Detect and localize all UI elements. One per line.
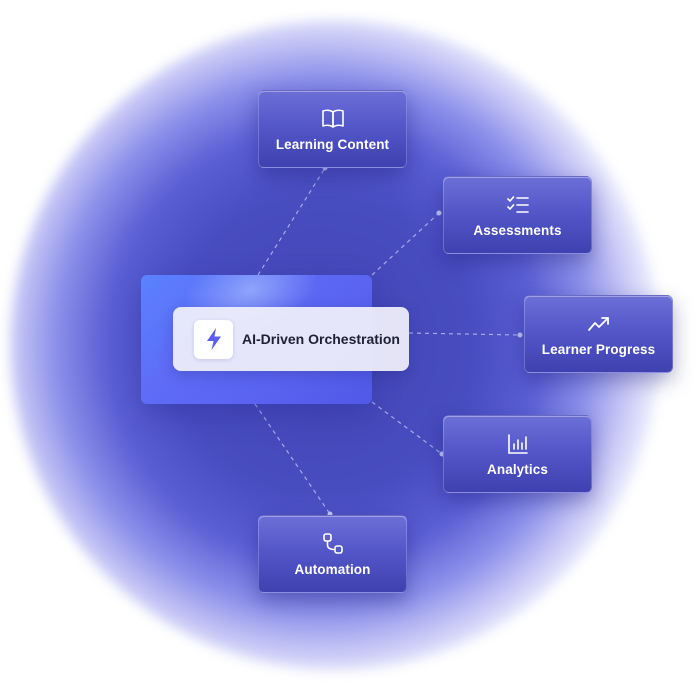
connector-assessments	[371, 212, 440, 276]
node-label: Automation	[294, 561, 371, 577]
bar-chart-icon	[507, 432, 529, 456]
node-automation[interactable]: Automation	[258, 515, 407, 593]
connector-learning-content	[257, 167, 326, 276]
connector-learner-progress	[408, 332, 521, 336]
connector-automation	[254, 403, 331, 515]
trending-up-icon	[587, 312, 611, 336]
hub-card[interactable]: AI-Driven Orchestration	[173, 307, 409, 371]
connector-dot-learner-progress	[517, 332, 523, 338]
node-label: Assessments	[473, 222, 562, 238]
connector-analytics	[371, 401, 443, 455]
workflow-icon	[321, 532, 345, 556]
lightning-bolt-icon	[194, 319, 233, 359]
connector-dot-assessments	[436, 210, 442, 216]
hub-title: AI-Driven Orchestration	[242, 331, 400, 347]
node-assessments[interactable]: Assessments	[443, 176, 592, 254]
node-label: Learning Content	[275, 136, 390, 152]
checklist-icon	[506, 193, 530, 217]
node-label: Learner Progress	[541, 341, 656, 357]
node-learner-progress[interactable]: Learner Progress	[524, 295, 673, 373]
open-book-icon	[321, 107, 345, 131]
node-analytics[interactable]: Analytics	[443, 415, 592, 493]
node-label: Analytics	[487, 461, 548, 477]
node-learning-content[interactable]: Learning Content	[258, 90, 407, 168]
